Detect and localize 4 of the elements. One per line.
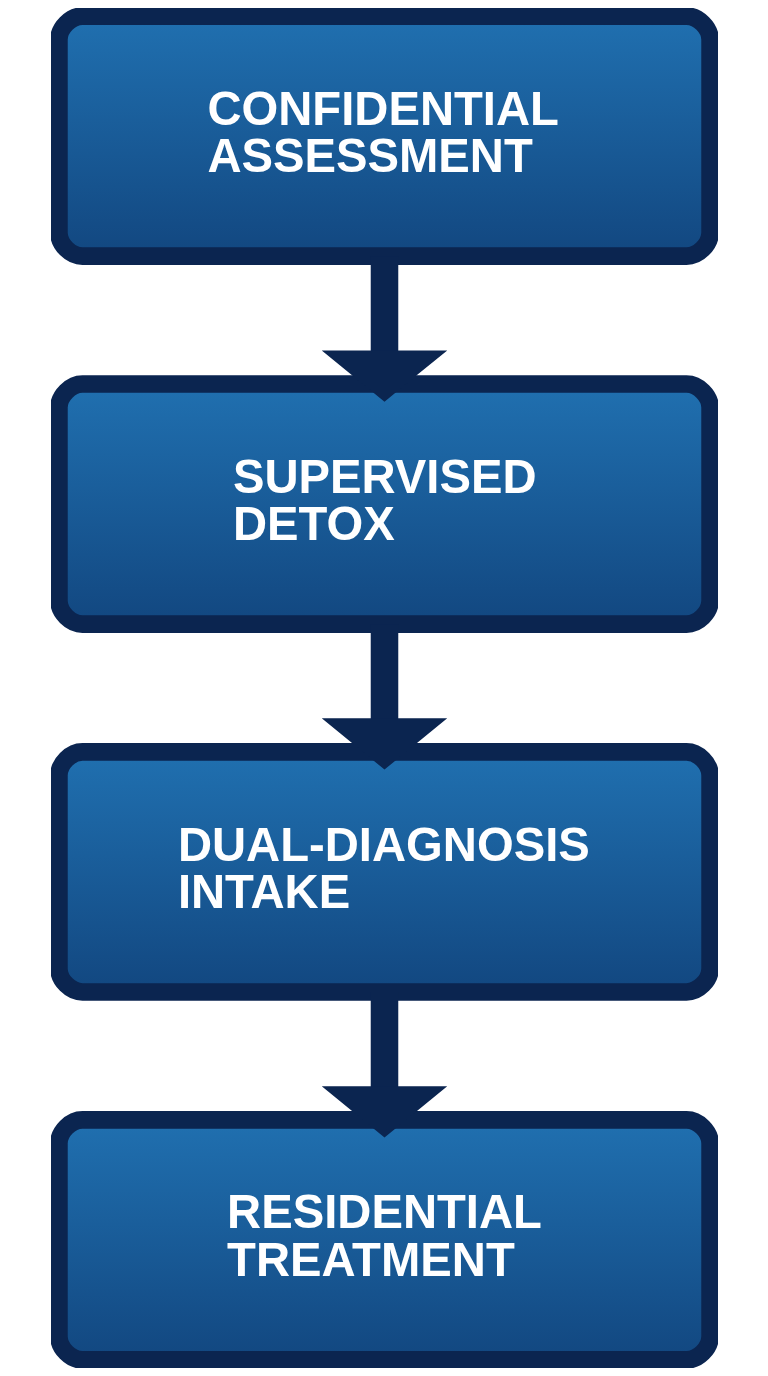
node-box: SUPERVISED DETOX (50, 375, 718, 633)
node-box: DUAL-DIAGNOSIS INTAKE (50, 743, 718, 1001)
node-box: CONFIDENTIAL ASSESSMENT (50, 8, 718, 265)
node-box: RESIDENTIAL TREATMENT (50, 1111, 718, 1368)
